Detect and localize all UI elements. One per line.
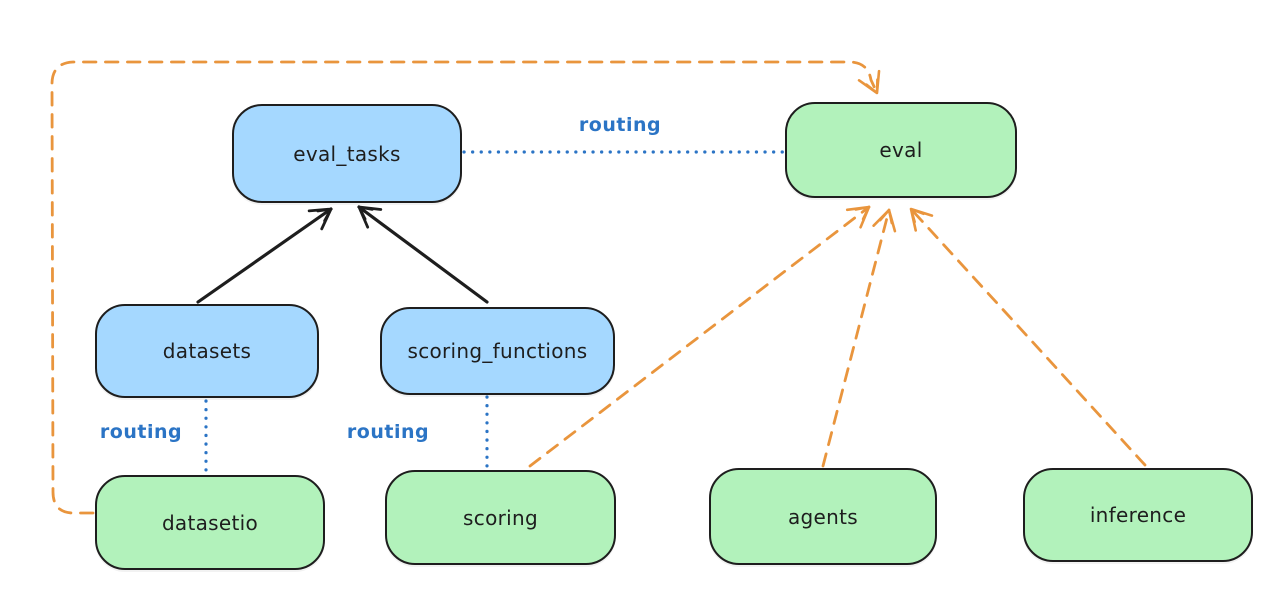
edge-datasetio-eval-loop [50,60,881,515]
node-scoring-label: scoring [463,505,538,530]
edge-inference-eval [909,207,1147,467]
edge-scoringfunctions-evaltasks [357,205,489,304]
edge-label-routing-top: routing [578,114,662,136]
node-scoring: scoring [385,470,616,565]
edge-scoring-eval [528,205,871,468]
node-scoring-functions-label: scoring_functions [407,339,588,363]
node-agents: agents [709,468,937,565]
edge-label-routing-middle: routing [346,421,430,443]
node-scoring-functions: scoring_functions [380,307,615,395]
node-inference: inference [1023,468,1253,562]
edge-agents-eval [821,208,897,468]
node-inference-label: inference [1089,503,1187,527]
node-datasetio: datasetio [95,475,325,570]
node-eval-label: eval [879,138,923,162]
node-eval-tasks-label: eval_tasks [293,141,401,166]
edge-datasets-evaltasks [196,207,333,304]
node-datasets-label: datasets [162,339,252,363]
node-eval: eval [785,102,1017,198]
node-agents-label: agents [788,504,858,529]
node-datasets: datasets [95,304,319,398]
node-eval-tasks: eval_tasks [232,104,462,203]
node-datasetio-label: datasetio [161,510,259,535]
edge-label-routing-left: routing [99,421,183,443]
